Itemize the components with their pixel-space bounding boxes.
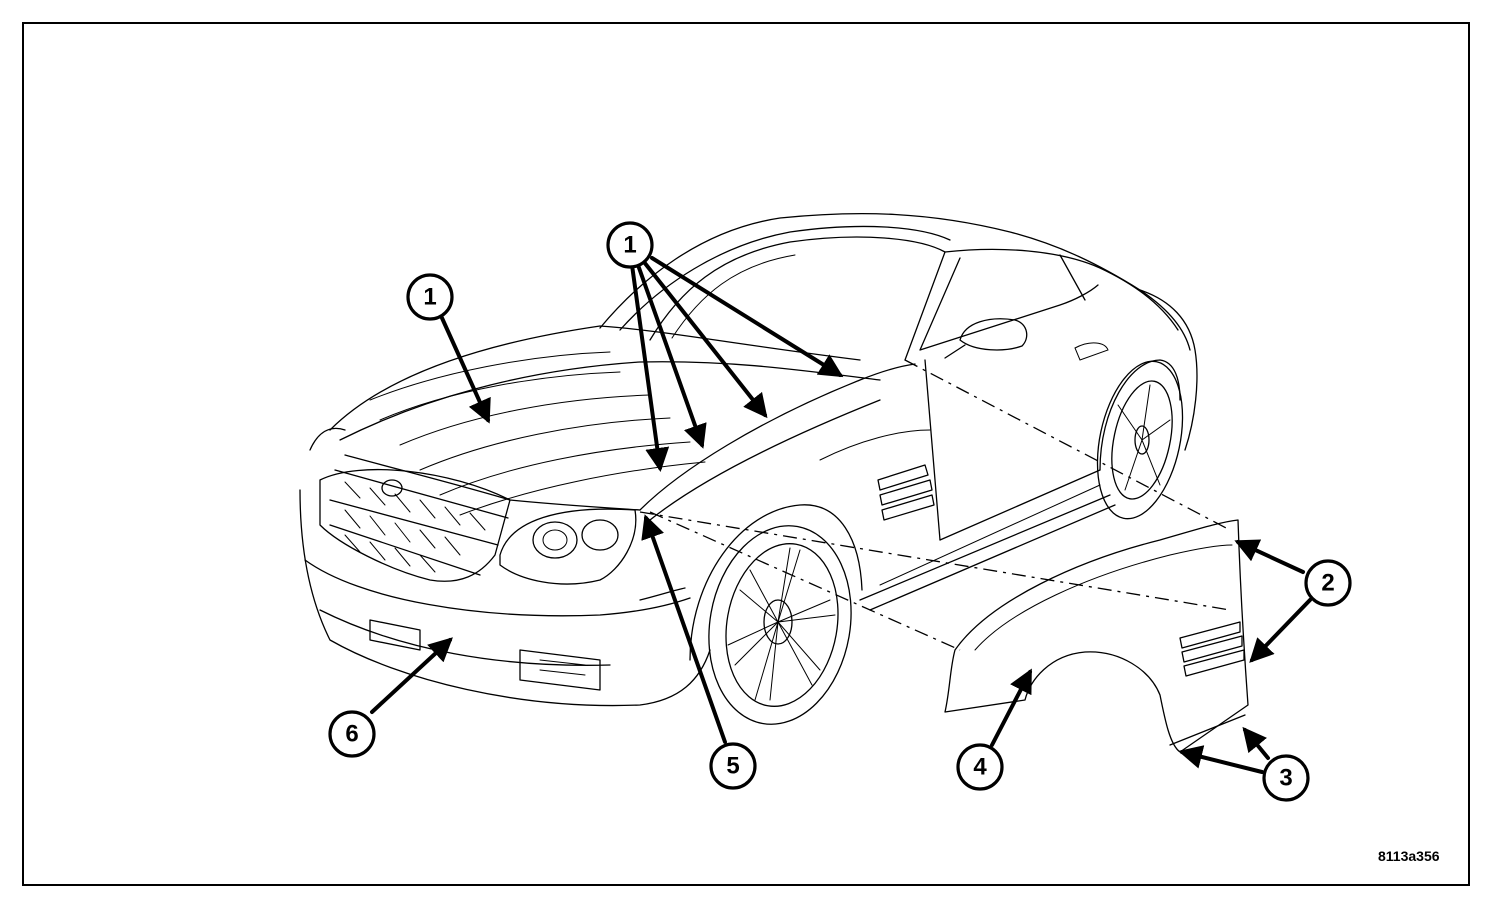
figure-id: 8113a356 (1378, 848, 1440, 864)
leader-arrow-2a (1234, 539, 1305, 574)
callout-2: 2 (1304, 559, 1352, 607)
leader-arrow-3a (1242, 726, 1270, 760)
callout-label: 6 (345, 721, 358, 748)
callout-label: 1 (623, 232, 636, 259)
callout-1-fender-edge: 1 (606, 221, 654, 269)
callout-label: 3 (1279, 765, 1292, 792)
leader-arrow-1c (642, 260, 768, 419)
callout-1-hood: 1 (406, 273, 454, 321)
detached-fender (944, 519, 1249, 753)
car-body (299, 212, 1198, 725)
leader-arrow-1d (650, 256, 844, 378)
callout-4: 4 (956, 743, 1004, 791)
alignment-lines (639, 359, 1231, 651)
callout-label: 1 (423, 284, 436, 311)
callout-label: 2 (1321, 570, 1334, 597)
leader-arrow-4 (990, 668, 1032, 747)
callout-3: 3 (1262, 754, 1310, 802)
callout-label: 5 (726, 753, 739, 780)
leader-arrows (370, 256, 1312, 774)
callout-5: 5 (709, 742, 757, 790)
leader-arrow-3b (1178, 745, 1264, 774)
leader-arrow-1b (636, 263, 707, 449)
diagram-frame (22, 22, 1470, 886)
leader-arrow-2b (1249, 598, 1312, 663)
leader-arrow-1-hood (440, 316, 491, 424)
leader-arrow-6 (370, 637, 453, 714)
callout-6: 6 (328, 710, 376, 758)
leader-arrow-5 (641, 514, 727, 744)
leader-arrow-1a (630, 263, 670, 472)
callout-label: 4 (973, 754, 987, 781)
